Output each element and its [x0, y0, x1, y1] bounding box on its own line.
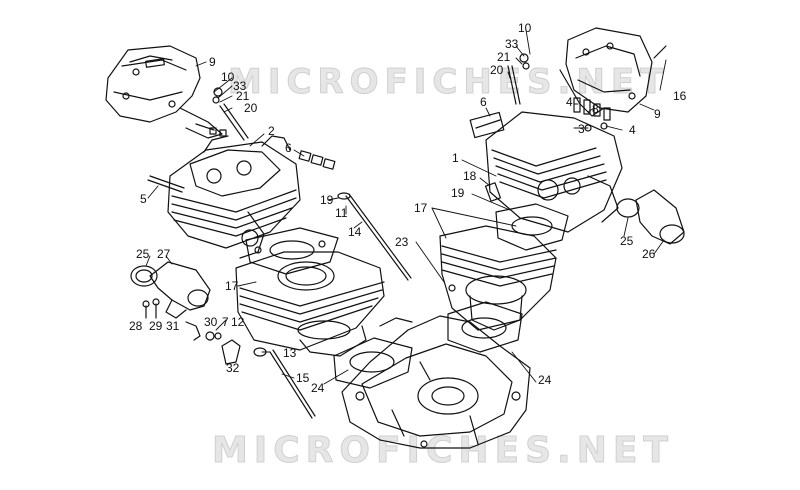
- leader-lines: [146, 30, 666, 384]
- callout-18: 18: [463, 169, 477, 183]
- callout-28: 28: [129, 319, 143, 333]
- callout-31: 31: [166, 319, 180, 333]
- callout-5: 5: [140, 192, 147, 206]
- right-cylinder-head: [470, 112, 622, 232]
- callout-26: 26: [642, 247, 656, 261]
- left-cylinder-head: [168, 136, 300, 258]
- watermark-bottom: MICROFICHES.NET: [212, 430, 674, 472]
- callout-12: 12: [231, 315, 245, 329]
- right-intake-manifold: [617, 190, 684, 244]
- left-studs: [148, 104, 411, 418]
- callout-23: 23: [395, 235, 409, 249]
- callout-19-left: 19: [320, 193, 334, 207]
- callout-29: 29: [149, 319, 163, 333]
- callout-21-left: 21: [236, 89, 250, 103]
- watermark-top: MICROFICHES.NET: [227, 62, 670, 103]
- callout-21-right: 21: [497, 50, 511, 64]
- callout-8: 8: [592, 102, 599, 116]
- callout-30: 30: [204, 315, 218, 329]
- crankcase: [342, 316, 530, 448]
- callout-9-left: 9: [209, 55, 216, 69]
- callout-17-right: 17: [414, 201, 428, 215]
- callout-2: 2: [268, 124, 275, 138]
- callout-33-left: 33: [233, 79, 247, 93]
- callout-13: 13: [283, 346, 297, 360]
- callout-20-right: 20: [490, 63, 504, 77]
- callout-4-right: 4: [629, 123, 636, 137]
- callout-15: 15: [296, 371, 310, 385]
- callout-6-left: 6: [285, 141, 292, 155]
- callout-4-top: 4: [566, 95, 573, 109]
- callout-3: 3: [578, 122, 585, 136]
- callout-20-left: 20: [244, 101, 258, 115]
- callout-10-left: 10: [221, 70, 235, 84]
- callout-25-left: 25: [136, 247, 150, 261]
- callout-16: 16: [673, 89, 687, 103]
- left-small-parts: [210, 88, 335, 169]
- callout-33-right: 33: [505, 37, 519, 51]
- callout-24-right: 24: [538, 373, 552, 387]
- callout-32: 32: [226, 361, 240, 375]
- right-head-gasket: [496, 204, 568, 250]
- right-base-gasket: [448, 302, 522, 352]
- left-base-gasket: [334, 338, 412, 388]
- callout-6-right: 6: [480, 95, 487, 109]
- callout-24-left: 24: [311, 381, 325, 395]
- callout-14: 14: [348, 225, 362, 239]
- right-small-parts: [449, 54, 610, 291]
- callout-9-right: 9: [654, 107, 661, 121]
- callout-11: 11: [335, 206, 348, 220]
- right-cylinder-barrel: [440, 226, 556, 330]
- left-head-gasket: [246, 228, 338, 274]
- right-head-cover: [560, 28, 666, 116]
- left-intake-manifold: [131, 262, 210, 318]
- callout-27: 27: [157, 247, 171, 261]
- callout-17-left: 17: [225, 279, 239, 293]
- callout-25-right: 25: [620, 234, 634, 248]
- callout-7: 7: [222, 315, 229, 329]
- left-head-cover: [106, 46, 222, 138]
- callout-1: 1: [452, 151, 459, 165]
- callout-19-right: 19: [451, 186, 465, 200]
- left-cylinder-barrel: [236, 252, 384, 356]
- callout-10-right: 10: [518, 21, 532, 35]
